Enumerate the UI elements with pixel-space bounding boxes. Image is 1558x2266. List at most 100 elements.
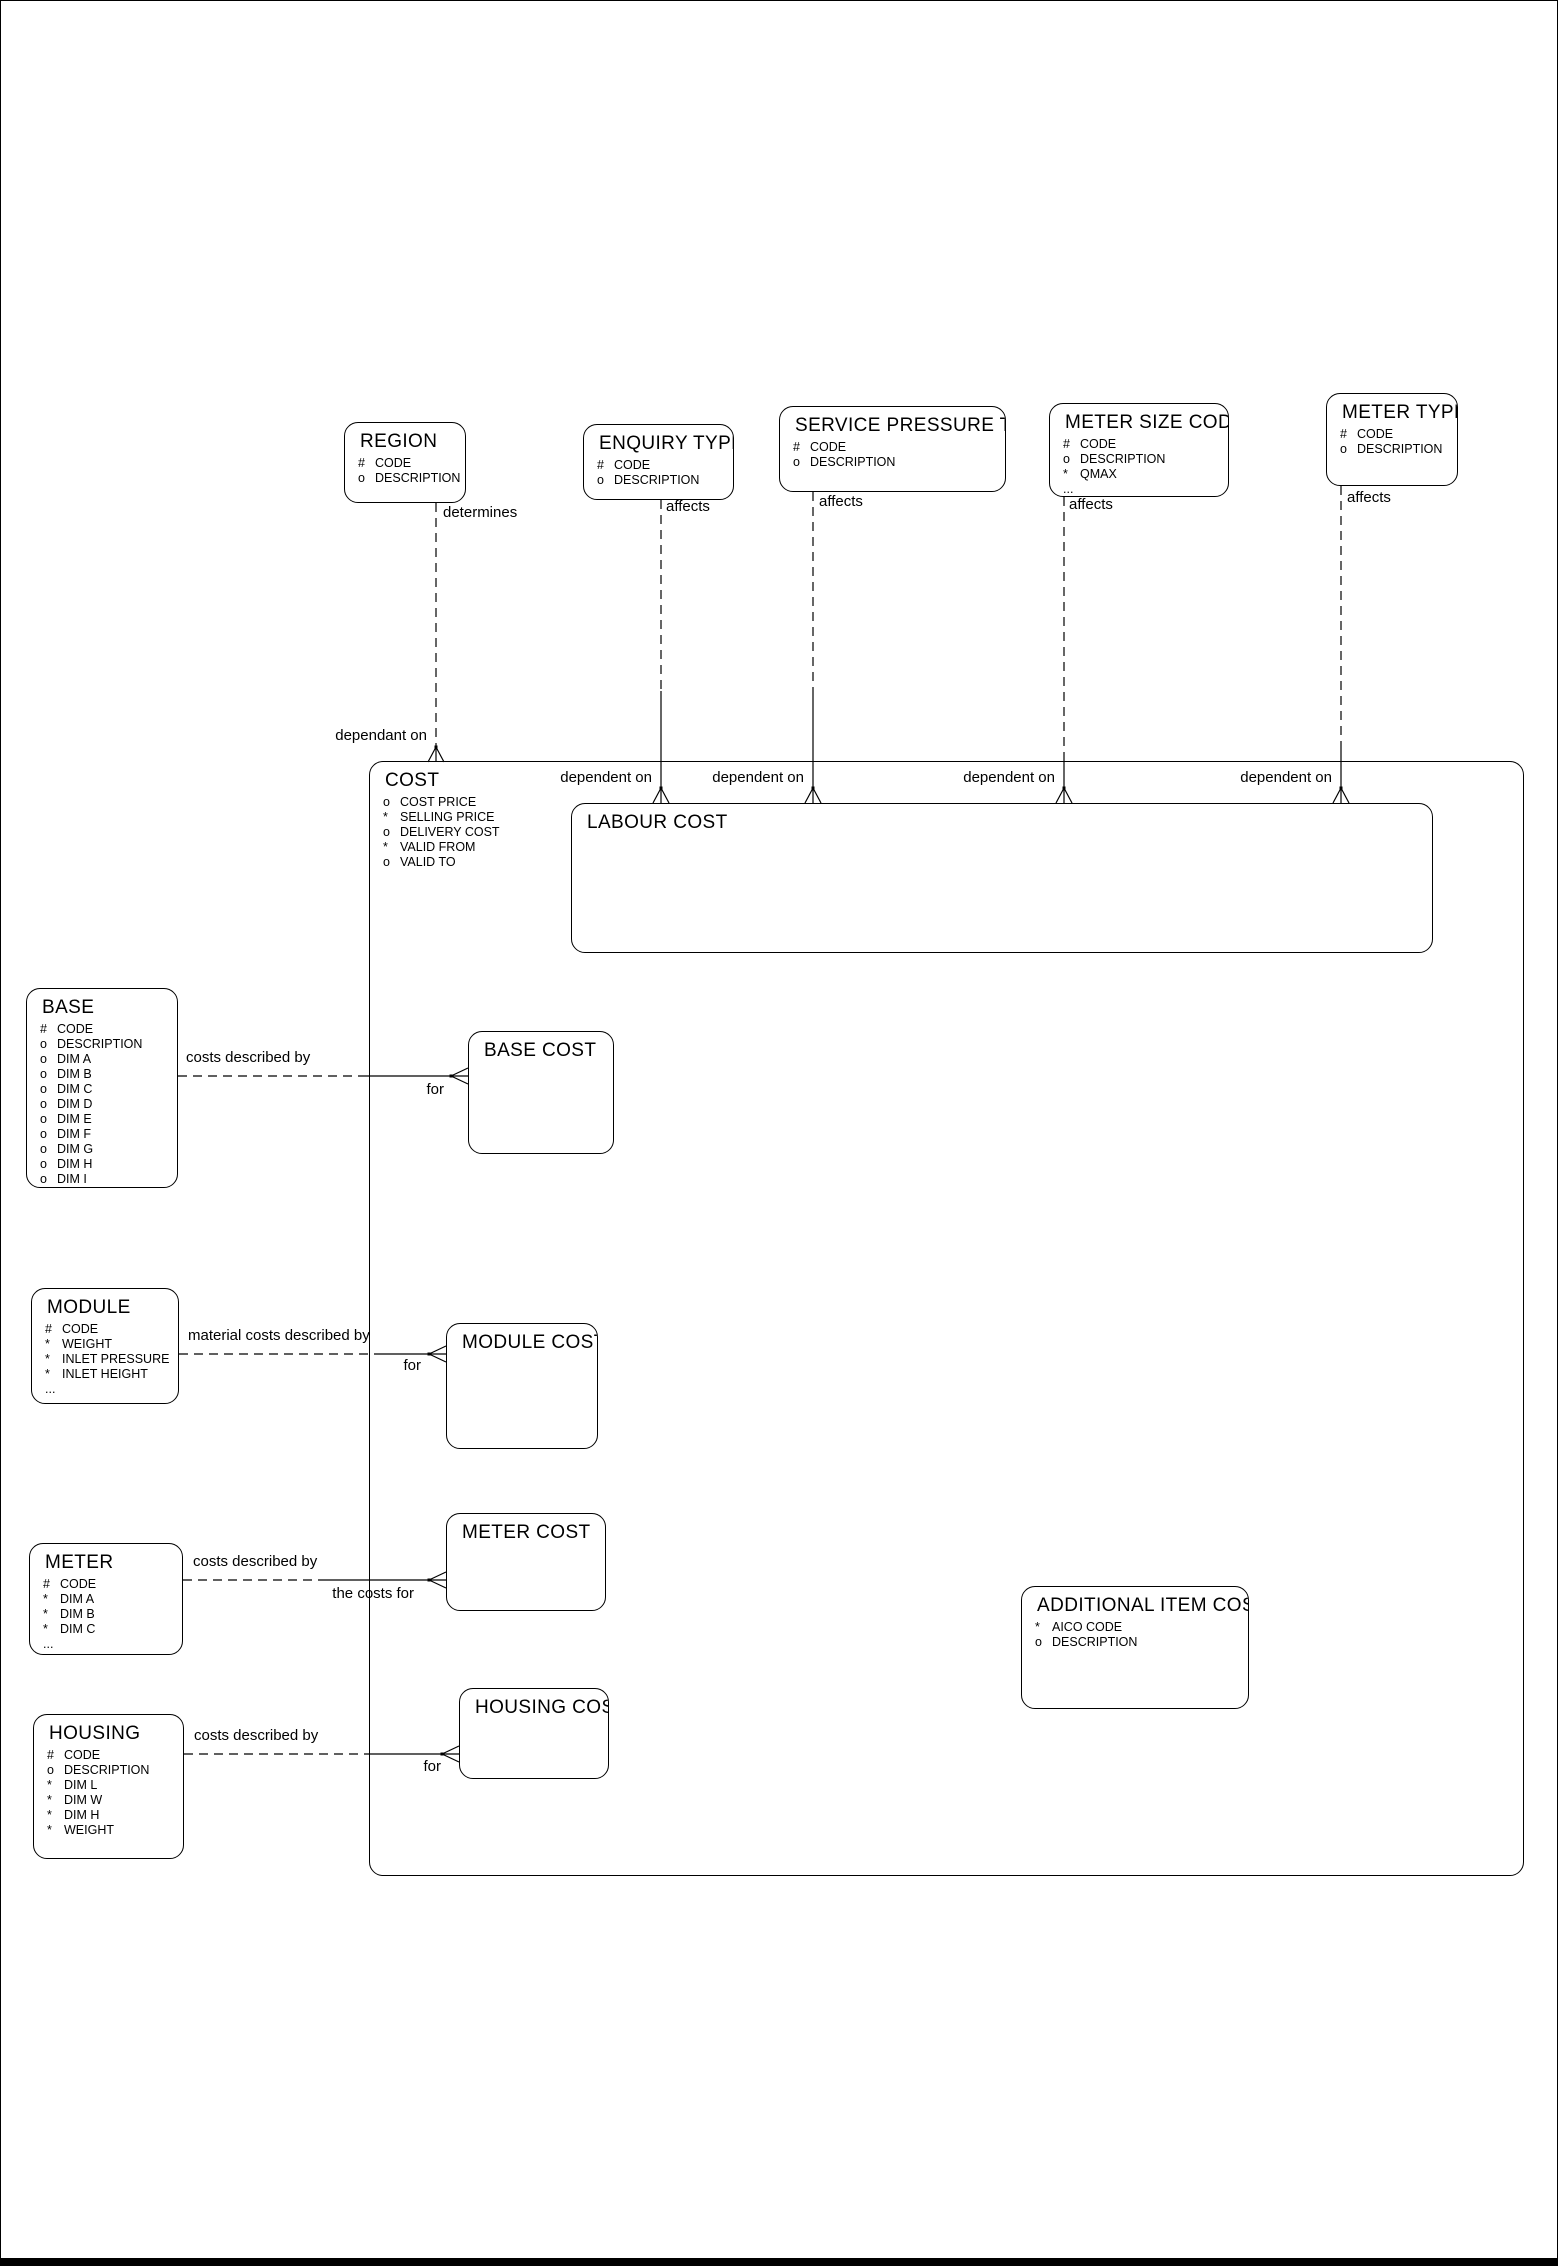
entity-attribute: *QMAX bbox=[1063, 467, 1224, 482]
attribute-name: CODE bbox=[62, 1322, 99, 1336]
attribute-optionality-marker: * bbox=[43, 1607, 48, 1621]
attribute-optionality-marker: * bbox=[47, 1808, 52, 1822]
attribute-optionality-marker: o bbox=[383, 825, 390, 839]
entity-module-cost[interactable]: MODULE COST bbox=[446, 1323, 598, 1449]
attribute-optionality-marker: o bbox=[40, 1097, 47, 1111]
attribute-optionality-marker: # bbox=[1063, 437, 1070, 451]
attribute-optionality-marker: # bbox=[43, 1577, 50, 1591]
entity-attribute: o DIM H bbox=[40, 1157, 173, 1172]
relationship-label-for-base: for bbox=[426, 1081, 444, 1098]
attribute-name: DIM L bbox=[64, 1778, 98, 1792]
attribute-optionality-marker: * bbox=[383, 810, 388, 824]
attribute-optionality-marker: o bbox=[383, 855, 390, 869]
relationship-label-material-costs-described-by: material costs described by bbox=[188, 1327, 370, 1344]
entity-title: LABOUR COST bbox=[587, 812, 728, 833]
entity-meter[interactable]: METER#CODE*DIM A*DIM B*DIM C... bbox=[29, 1543, 183, 1655]
attribute-optionality-marker: o bbox=[40, 1067, 47, 1081]
attribute-optionality-marker: o bbox=[1063, 452, 1070, 466]
entity-labour-cost[interactable]: LABOUR COST bbox=[571, 803, 1433, 953]
attribute-name: CODE bbox=[810, 440, 847, 454]
attribute-optionality-marker: * bbox=[47, 1823, 52, 1837]
attribute-name: CODE bbox=[57, 1022, 94, 1036]
attribute-optionality-marker: * bbox=[43, 1622, 48, 1636]
entity-attribute: o DIM B bbox=[40, 1067, 173, 1082]
attribute-optionality-marker: o bbox=[597, 473, 604, 487]
entity-title: HOUSING COST bbox=[475, 1697, 608, 1718]
entity-attribute: #CODE bbox=[43, 1577, 178, 1592]
entity-title: METER COST bbox=[462, 1522, 591, 1543]
bottom-bar bbox=[1, 2258, 1557, 2265]
entity-base-cost[interactable]: BASE COST bbox=[468, 1031, 614, 1154]
attribute-optionality-marker: * bbox=[47, 1793, 52, 1807]
entity-attribute: * VALID FROM bbox=[383, 840, 1519, 855]
entity-attribute: *DIM A bbox=[43, 1592, 178, 1607]
relationship-label-affects-enquiry: affects bbox=[666, 498, 710, 515]
entity-attribute: #CODE bbox=[793, 440, 1001, 455]
entity-attribute: # CODE bbox=[45, 1322, 174, 1337]
entity-attribute: ... bbox=[43, 1637, 178, 1652]
attribute-optionality-marker: o bbox=[40, 1157, 47, 1171]
relationship-label-dependent-on-meter-type: dependent on bbox=[1240, 769, 1332, 786]
attribute-name: WEIGHT bbox=[64, 1823, 114, 1837]
attribute-optionality-marker: * bbox=[383, 840, 388, 854]
entity-title: BASE bbox=[42, 997, 95, 1018]
relationship-label-affects-meter-size: affects bbox=[1069, 496, 1113, 513]
attribute-optionality-marker: * bbox=[45, 1352, 50, 1366]
entity-attribute: *INLET PRESSURE bbox=[45, 1352, 174, 1367]
attribute-name: VALID FROM bbox=[400, 840, 476, 854]
attribute-name: QMAX bbox=[1080, 467, 1117, 481]
entity-attribute: #CODE bbox=[597, 458, 729, 473]
attribute-name: DIM W bbox=[64, 1793, 103, 1807]
entity-attribute: ... bbox=[45, 1382, 174, 1397]
entity-attribute: #CODE bbox=[40, 1022, 173, 1037]
attribute-name: DIM G bbox=[57, 1142, 94, 1156]
entity-attribute: *DIM C bbox=[43, 1622, 178, 1637]
connector-service-labour bbox=[804, 492, 822, 804]
attribute-optionality-marker: # bbox=[45, 1322, 52, 1336]
entity-title: ENQUIRY TYPE bbox=[599, 433, 734, 454]
attribute-optionality-marker: ... bbox=[43, 1637, 54, 1651]
attribute-name: CODE bbox=[375, 456, 412, 470]
relationship-label-dependent-on-enquiry: dependent on bbox=[560, 769, 652, 786]
entity-attribute-list: #CODE*DIM A*DIM B*DIM C... bbox=[30, 1576, 182, 1652]
attribute-optionality-marker: o bbox=[793, 455, 800, 469]
entity-housing-cost[interactable]: HOUSING COST bbox=[459, 1688, 609, 1779]
attribute-optionality-marker: * bbox=[45, 1337, 50, 1351]
attribute-name: DIM H bbox=[57, 1157, 93, 1171]
entity-attribute: # CODE bbox=[1340, 427, 1453, 442]
connector-metertype-labour bbox=[1332, 486, 1350, 804]
attribute-name: DIM E bbox=[57, 1112, 92, 1126]
entity-meter-cost[interactable]: METER COST bbox=[446, 1513, 606, 1611]
attribute-optionality-marker: o bbox=[358, 471, 365, 485]
attribute-optionality-marker: # bbox=[1340, 427, 1347, 441]
entity-module[interactable]: MODULE#CODE*WEIGHT*INLET PRESSURE*INLET … bbox=[31, 1288, 179, 1404]
entity-attribute: *DIM B bbox=[43, 1607, 178, 1622]
entity-attribute: * WEIGHT bbox=[47, 1823, 179, 1838]
attribute-name: CODE bbox=[1357, 427, 1394, 441]
attribute-optionality-marker: o bbox=[40, 1037, 47, 1051]
attribute-optionality-marker: * bbox=[43, 1592, 48, 1606]
relationship-label-for-module: for bbox=[403, 1357, 421, 1374]
attribute-name: DIM B bbox=[57, 1067, 92, 1081]
relationship-label-costs-described-by-housing: costs described by bbox=[194, 1727, 319, 1744]
